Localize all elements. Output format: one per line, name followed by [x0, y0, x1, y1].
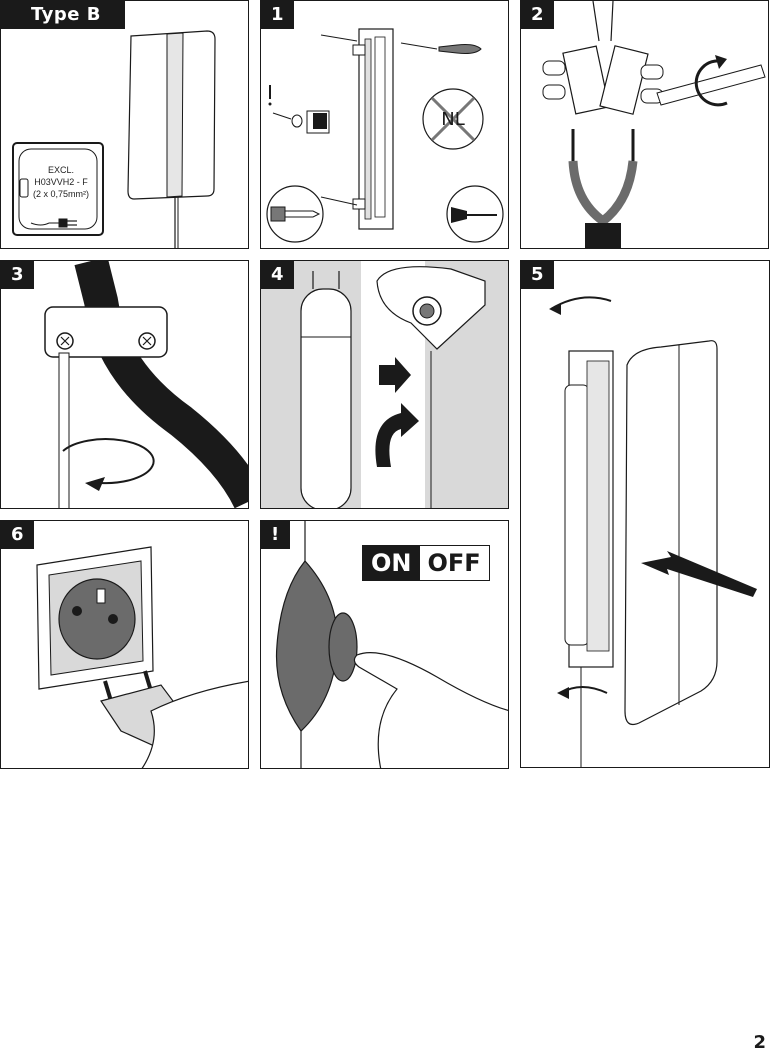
on-off-indicator: ON OFF [362, 545, 490, 581]
page-number: 2 [753, 1032, 766, 1053]
tube-insertion-illustration [261, 261, 508, 508]
panel-step-3: 3 [0, 260, 249, 509]
panel-tag: 4 [261, 261, 295, 289]
panel-type-b: Type B EXCL. H03VVH2 - F (2 x 0,75mm²) [0, 0, 249, 249]
cable-clamp-illustration [44, 261, 248, 508]
mounting-illustration: NL [266, 28, 504, 243]
on-label: ON [363, 546, 420, 580]
panel-tag: 6 [1, 521, 35, 549]
panel-step-4: 4 [260, 260, 509, 509]
panel-step-5: 5 [520, 260, 770, 768]
cable-spec-label: EXCL. H03VVH2 - F (2 x 0,75mm²) [29, 164, 93, 200]
panel-step-1: 1 NL [260, 0, 509, 249]
assembly-illustration [549, 296, 757, 767]
panel-tag: Type B [1, 1, 125, 29]
panel-tag: 2 [521, 1, 555, 29]
panel-step-2: 2 [520, 0, 769, 249]
panel-step-6: 6 [0, 520, 249, 769]
cable-spec-line1: EXCL. [47, 165, 74, 175]
panel-tag: 5 [521, 261, 555, 289]
cable-spec-line3: (2 x 0,75mm²) [32, 189, 89, 199]
panel-tag: 3 [1, 261, 35, 289]
nl-label: NL [441, 109, 465, 130]
cable-spec-line2: H03VVH2 - F [34, 177, 88, 187]
panel-tag: ! [261, 521, 290, 549]
panel-switch-warning: ! ON OFF [260, 520, 509, 769]
panel-tag: 1 [261, 1, 295, 29]
lamp-illustration [12, 30, 216, 248]
switch-illustration [275, 521, 508, 768]
connector-illustration [542, 1, 766, 248]
plug-socket-illustration [36, 546, 248, 768]
off-label: OFF [419, 546, 489, 580]
